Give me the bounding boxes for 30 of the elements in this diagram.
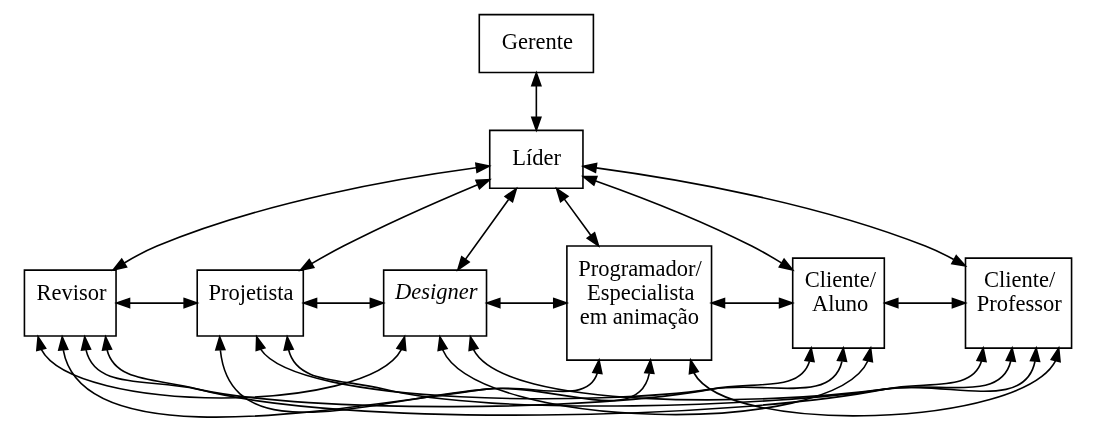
arrow: [298, 178, 492, 272]
node-box: Revisor: [23, 269, 117, 337]
arrow: [530, 70, 542, 133]
arrow: [484, 297, 570, 309]
node-box: Projetista: [196, 269, 305, 337]
arrow: [688, 345, 1061, 417]
arrow: [301, 297, 386, 309]
node-box: Programador/ Especialista em animação: [566, 245, 713, 361]
arrow: [214, 334, 655, 413]
arrow: [283, 334, 1017, 407]
arrow: [101, 334, 988, 416]
arrow: [555, 186, 600, 248]
node-box: Cliente/ Aluno: [791, 257, 886, 349]
arrow: [468, 334, 1041, 401]
node-box: Gerente: [478, 13, 595, 74]
arrow: [709, 297, 795, 309]
arrow: [580, 162, 968, 268]
arrow: [882, 297, 968, 309]
arrow: [57, 334, 603, 418]
arrow: [114, 297, 200, 309]
arrow: [580, 175, 795, 272]
arrow: [456, 186, 518, 272]
arrow: [111, 162, 492, 272]
arrow: [80, 334, 816, 408]
arrow: [35, 334, 407, 399]
arrow: [255, 334, 848, 400]
arrow: [437, 334, 874, 416]
node-box: Designer: [382, 269, 488, 337]
node-box: Líder: [488, 129, 584, 189]
node-box: Cliente/ Professor: [964, 257, 1073, 349]
